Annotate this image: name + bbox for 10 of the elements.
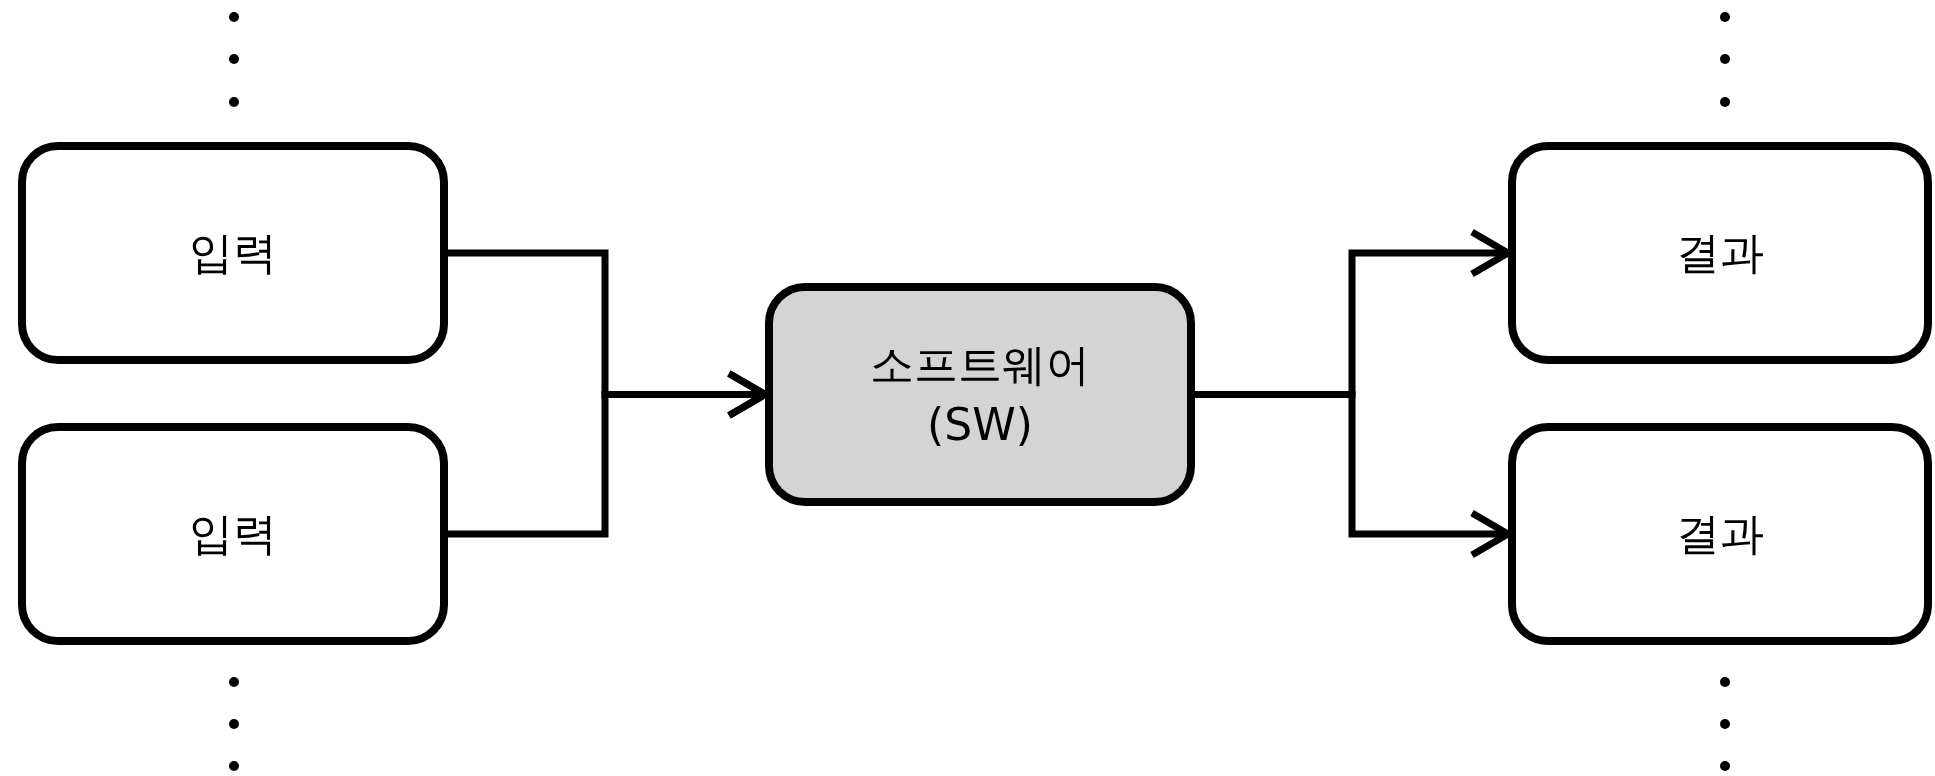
process-box (765, 283, 1195, 506)
box-label: 결과 (1676, 507, 1764, 561)
output-box (1508, 142, 1932, 364)
box-label: 소프트웨어 (SW) (869, 337, 1091, 452)
input-box (18, 142, 448, 364)
box-label: 입력 (189, 507, 277, 561)
box-label: 결과 (1676, 226, 1764, 280)
input-box (18, 423, 448, 645)
output-box (1508, 423, 1932, 645)
box-label: 입력 (189, 226, 277, 280)
